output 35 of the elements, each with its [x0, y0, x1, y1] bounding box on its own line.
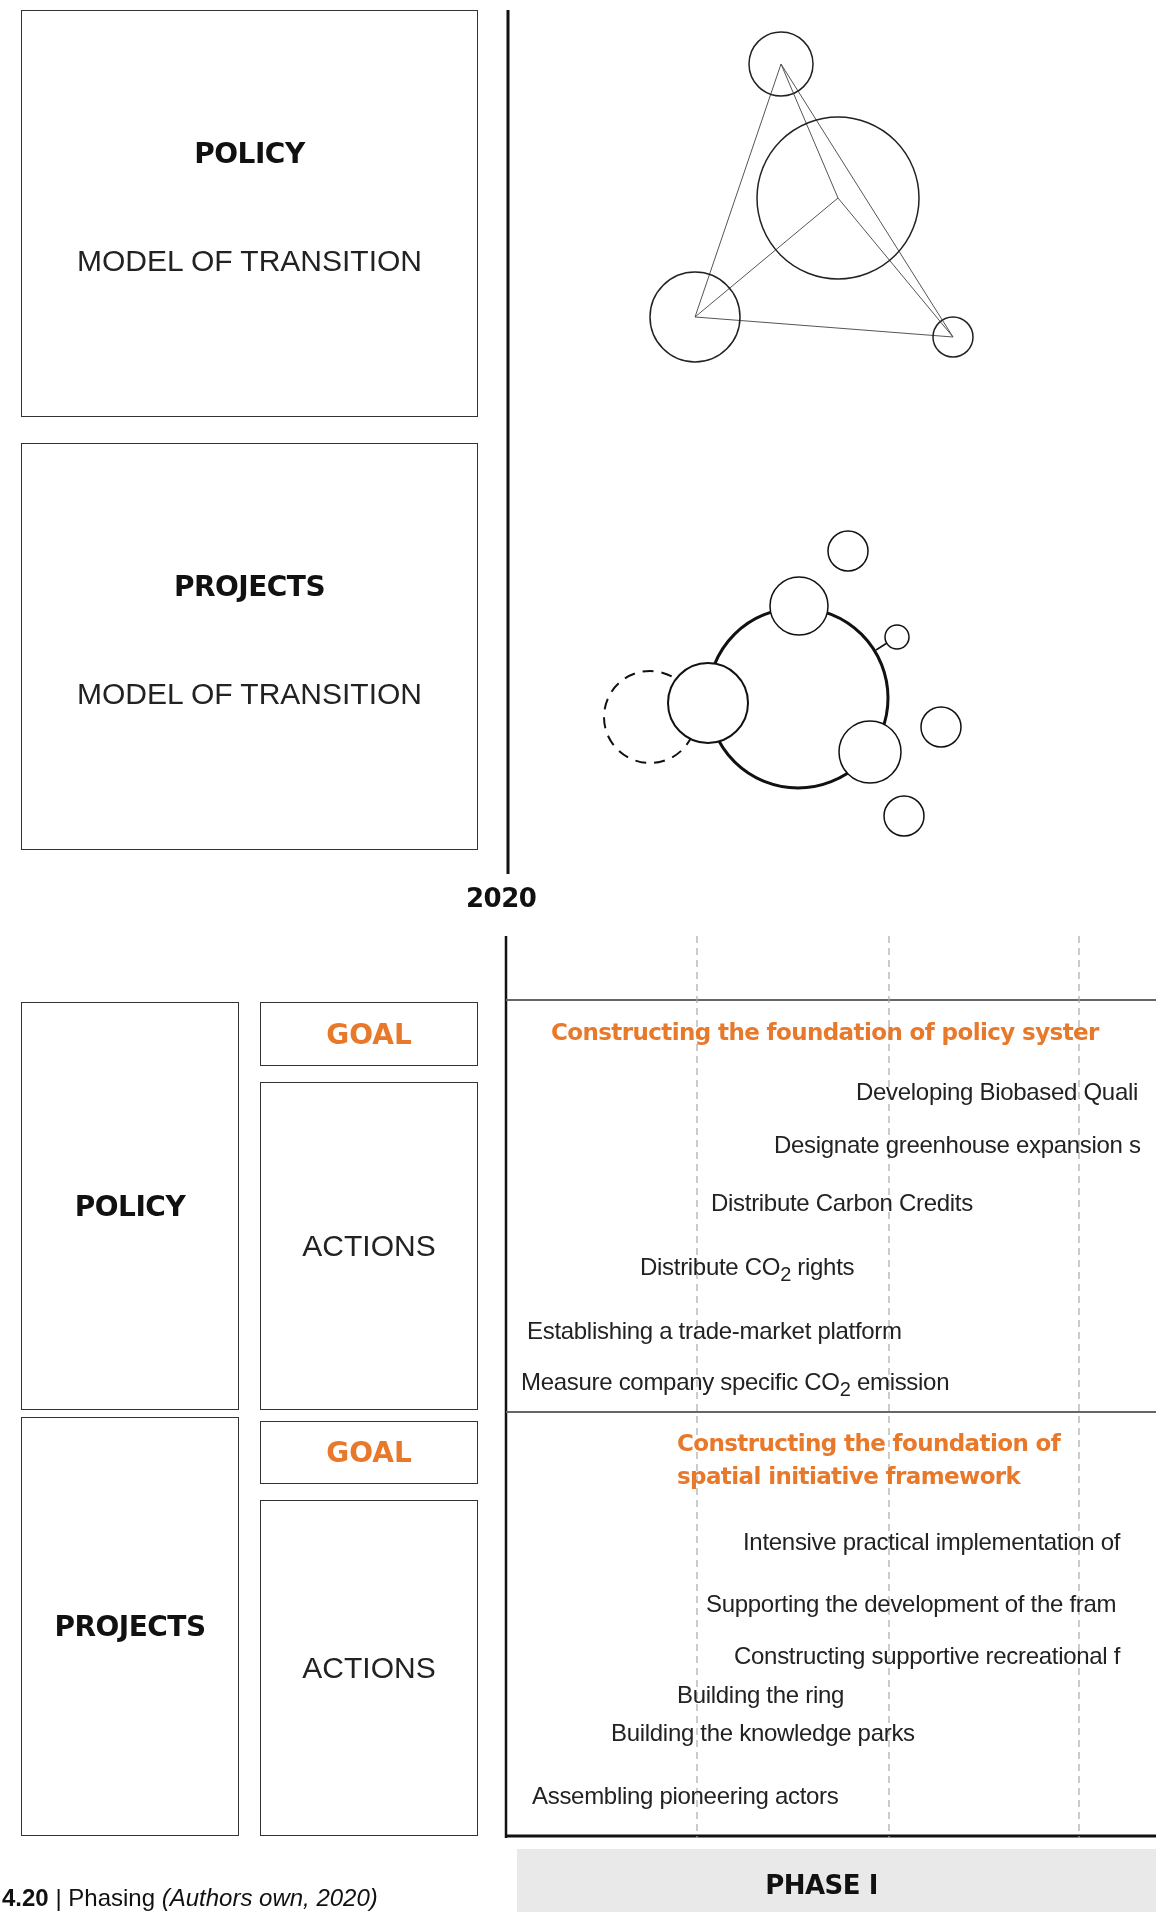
action-text: Establishing a trade-market platform [527, 1317, 902, 1345]
actions-box [260, 1082, 478, 1410]
goal-box [260, 1002, 478, 1066]
action-text: Intensive practical implementation of [743, 1528, 1121, 1556]
action-text: Building the knowledge parks [611, 1719, 915, 1747]
category-box [21, 1002, 239, 1410]
year-label: 2020 [466, 883, 537, 913]
goal-text: Constructing the foundation of policy syster [551, 1018, 1099, 1047]
box-heading: ACTIONS [302, 1651, 436, 1685]
action-text: Designate greenhouse expansion s [774, 1131, 1141, 1159]
box-heading: GOAL [326, 1436, 412, 1469]
box-subtitle: MODEL OF TRANSITION [77, 244, 422, 278]
goal-box [260, 1421, 478, 1484]
action-text: Assembling pioneering actors [532, 1782, 839, 1810]
action-text: Distribute Carbon Credits [711, 1189, 973, 1217]
box-heading: GOAL [326, 1017, 412, 1051]
category-box [21, 443, 478, 850]
category-box [21, 1417, 239, 1836]
box-heading: POLICY [194, 137, 305, 170]
actions-box [260, 1500, 478, 1836]
box-heading: ACTIONS [302, 1229, 436, 1263]
goal-text: Constructing the foundation of spatial initiative framework [677, 1429, 1062, 1491]
box-heading: PROJECTS [54, 1610, 206, 1643]
box-subtitle: MODEL OF TRANSITION [77, 677, 422, 711]
figure-caption: 4.20 | Phasing (Authors own, 2020) [2, 1884, 378, 1912]
action-text: Distribute CO$_{2}$ rights [640, 1253, 855, 1286]
action-text: Building the ring [677, 1681, 844, 1709]
action-text: Developing Biobased Quali [856, 1078, 1139, 1106]
box-heading: PROJECTS [173, 570, 326, 603]
box-heading: POLICY [74, 1189, 186, 1223]
action-text: Measure company specific CO$_{2}$ emission [521, 1368, 950, 1401]
phase-label: PHASE I [765, 1870, 878, 1900]
action-text: Supporting the development of the fram [706, 1590, 1117, 1618]
category-box [21, 10, 478, 417]
action-text: Constructing supportive recreational f [734, 1642, 1121, 1670]
